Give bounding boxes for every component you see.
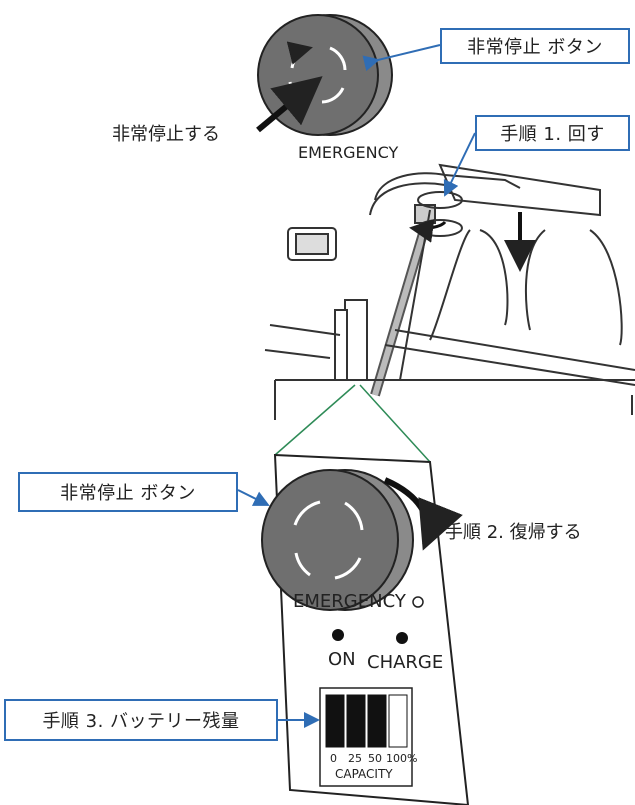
battery-gauge: 0 25 50 100% CAPACITY [319,687,417,787]
scale-100: 100% [386,752,417,765]
estop-callout-detail: 非常停止 ボタン [18,472,238,512]
on-indicator [332,629,344,641]
on-label: ON [328,649,356,670]
step2-label: 手順 2. 復帰する [445,522,582,543]
press-arrow [256,76,323,133]
charge-indicator [396,632,408,644]
battery-segment-2 [346,694,366,748]
press-stop-label: 非常停止する [112,124,220,145]
estop-callout-top: 非常停止 ボタン [440,28,630,64]
step1-callout: 手順 1. 回す [475,115,630,151]
emergency-label-top: EMERGENCY [298,143,399,162]
step3-callout: 手順 3. バッテリー残量 [4,699,278,741]
charge-label: CHARGE [367,652,443,673]
step1-rotate-arrow [409,218,447,243]
scale-25: 25 [348,752,362,765]
scale-0: 0 [330,752,337,765]
emergency-label-panel: EMERGENCY [293,591,407,612]
battery-segment-1 [325,694,345,748]
battery-segment-4 [388,694,408,748]
rotation-arrows-icon [293,500,364,580]
lift-frame [264,163,635,420]
battery-segment-3 [367,694,387,748]
scale-50: 50 [368,752,382,765]
estop-button-detail [261,469,414,611]
capacity-label: CAPACITY [335,767,393,781]
step2-turn-arrow [383,477,463,551]
